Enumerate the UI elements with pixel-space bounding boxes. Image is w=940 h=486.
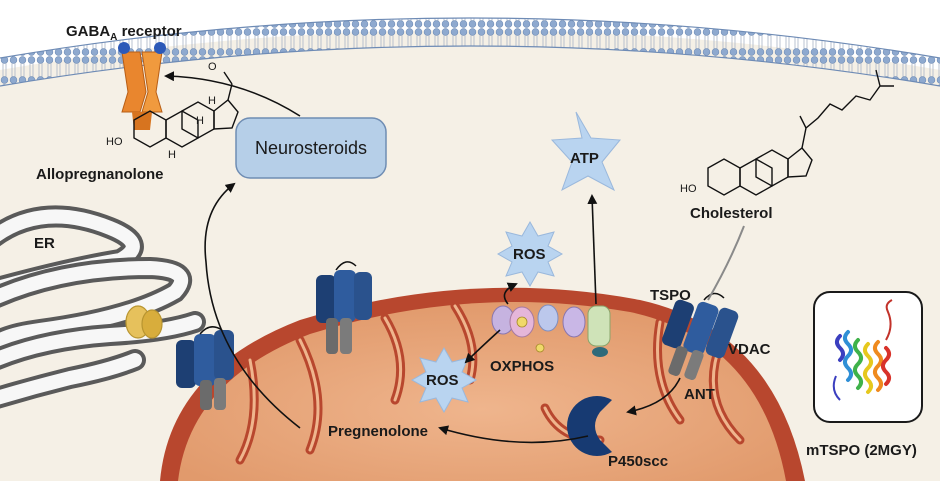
allo-h-label-b: H bbox=[196, 115, 204, 127]
mtspo-structure-panel bbox=[813, 291, 923, 423]
p450scc-enzyme bbox=[567, 396, 612, 457]
tspo-complex-right bbox=[662, 292, 739, 381]
atp-star: ATP bbox=[550, 111, 621, 192]
allo-h-label-a: H bbox=[168, 149, 176, 161]
chol-ho-label: HO bbox=[680, 183, 697, 195]
tspo-complex-left bbox=[176, 326, 234, 410]
ros-star-bottom: ROS bbox=[410, 346, 478, 414]
neurosteroids-label: Neurosteroids bbox=[255, 138, 367, 158]
er-channel bbox=[125, 305, 163, 339]
gaba-a-receptor-label: GABAA receptor bbox=[66, 23, 182, 43]
p450scc-label: P450scc bbox=[608, 453, 668, 470]
gaba-a-receptor bbox=[118, 42, 166, 130]
cholesterol-structure bbox=[707, 69, 894, 196]
neurosteroids-box: Neurosteroids bbox=[235, 117, 387, 179]
ros-top-label: ROS bbox=[513, 246, 546, 263]
ros-bottom-label: ROS bbox=[426, 372, 459, 389]
allo-h-label-c: H bbox=[208, 95, 216, 107]
ros-star-top: ROS bbox=[496, 220, 564, 288]
cholesterol-transport-arrow bbox=[707, 225, 745, 301]
mtspo-label: mTSPO (2MGY) bbox=[806, 442, 917, 459]
allo-keto-label: O bbox=[208, 61, 217, 73]
oxphos-complexes bbox=[491, 304, 611, 357]
pathway-arrows bbox=[164, 71, 681, 444]
cholesterol-label: Cholesterol bbox=[690, 205, 773, 222]
allopregnanolone-structure bbox=[133, 71, 239, 148]
pregnenolone-label: Pregnenolone bbox=[328, 423, 428, 440]
atp-label: ATP bbox=[570, 150, 599, 167]
tspo-label: TSPO bbox=[650, 287, 691, 304]
vdac-label: VDAC bbox=[728, 341, 771, 358]
allo-ho-label: HO bbox=[106, 136, 123, 148]
oxphos-label: OXPHOS bbox=[490, 358, 554, 375]
er-label: ER bbox=[34, 235, 55, 252]
plasma-membrane bbox=[0, 18, 940, 86]
allopregnanolone-label: Allopregnanolone bbox=[36, 166, 164, 183]
endoplasmic-reticulum bbox=[0, 205, 206, 409]
ant-label: ANT bbox=[684, 386, 715, 403]
tspo-complex-center bbox=[316, 261, 372, 354]
